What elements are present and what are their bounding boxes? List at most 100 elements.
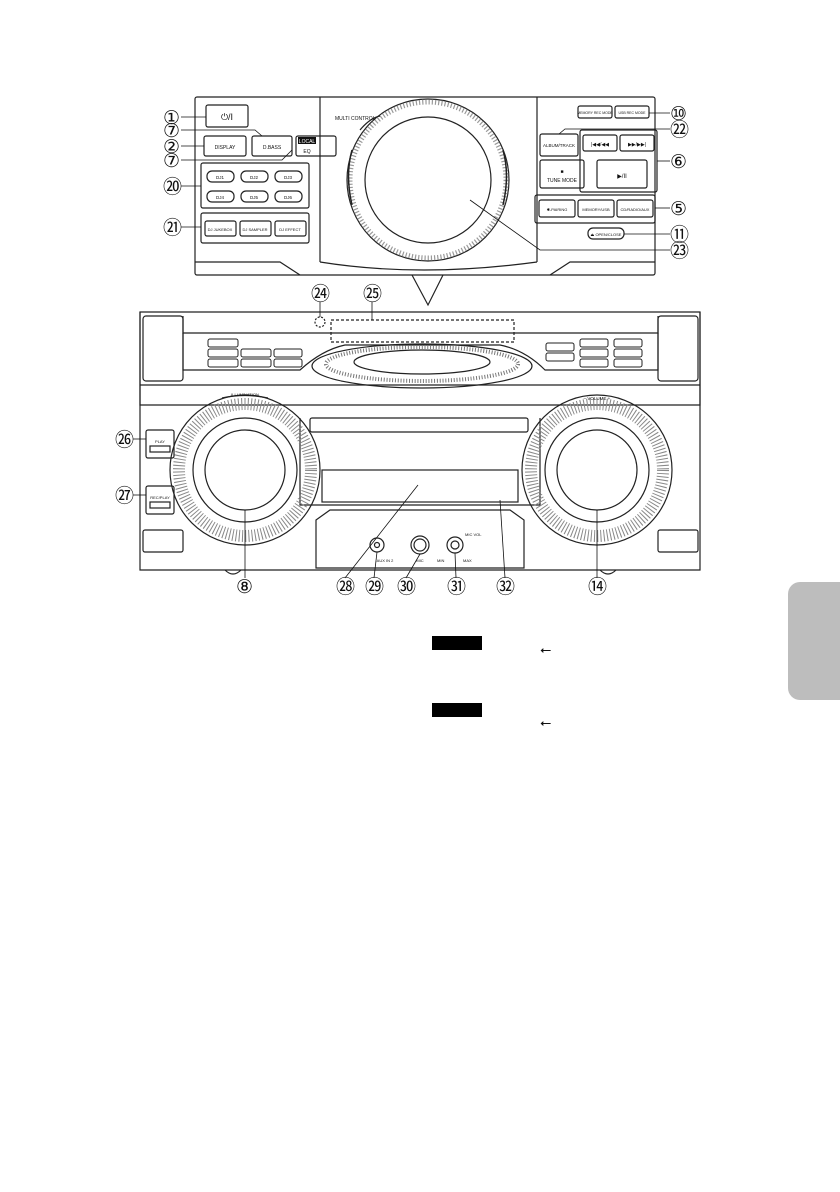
vent-slot [207,358,239,368]
memory-rec-mode-button[interactable] [577,105,613,119]
callout-29: ㉙ [365,576,384,598]
volume-label: – VOLUME + [584,396,611,401]
memory-usb-label: MEMORY/USB [582,207,610,212]
usb-port-2[interactable] [149,501,171,509]
multi-control-dots [347,99,509,261]
memory-usb-button[interactable] [577,199,615,218]
usb-port-1[interactable] [149,445,171,453]
pairing-label: ✱-PAIRING [547,207,568,212]
dj-sampler-button[interactable] [239,220,272,237]
multi-control-ring-outer [346,98,510,262]
left-lower-corner [142,529,184,553]
source-button-group [534,194,656,224]
play-pause-button[interactable] [596,159,648,189]
vent-slot [579,348,609,358]
top-strip [182,316,659,334]
mic-vol-knob[interactable] [446,536,464,554]
leader-7b [181,149,293,161]
mic-vol-min-label: MIN [437,558,444,563]
zoom-pointer [411,274,444,307]
vent-slot [273,348,303,358]
callout-30: ㉚ [397,576,416,598]
dj2-button[interactable] [240,170,269,183]
next-button[interactable] [619,134,655,152]
vent-slot [613,358,643,368]
vent-slot [579,338,609,348]
usb-port-2-panel [145,485,175,515]
center-dial-texture [324,345,520,383]
callout-8: ⑧ [236,577,253,598]
leader-30 [405,553,421,579]
dbass-button[interactable] [251,135,293,157]
usb-port-1-panel [145,429,175,459]
note-label-2 [432,703,482,717]
right-lower-corner [657,529,699,553]
illumination-label: ILLUMINATION [231,392,259,397]
volume-knob[interactable] [544,417,650,523]
dj-effect-button[interactable] [274,220,307,237]
multi-control-dial[interactable] [364,116,492,244]
callout-2: ② [163,137,180,158]
usb-port-1-label: PLAY [155,439,165,444]
tune-mode-button[interactable] [539,159,585,189]
callout-22: ㉒ [670,119,689,141]
cd-radio-aux-label: CD/RADIO/AUX [621,207,650,212]
power-button[interactable] [205,104,249,128]
callout-14: ⑭ [588,576,607,598]
dj3-button[interactable] [274,170,303,183]
aux-in-label: AUX IN 2 [377,558,394,563]
top-panel [194,96,658,307]
pairing-button[interactable] [538,199,576,218]
memory-rec-mode-label: MEMORY REC MODE [577,111,613,115]
right-top-corner [657,315,699,382]
usb-port-2-label: REC/PLAY [150,495,170,500]
eq-button[interactable] [295,135,337,157]
callout-31: ㉛ [447,576,466,598]
dj-function-group [200,212,310,244]
leader-32 [499,499,506,579]
leader-28 [344,484,419,579]
aux-in-jack[interactable] [369,537,385,553]
transport-button-group [579,129,658,193]
callout-7b: ⑦ [163,151,180,172]
open-close-button[interactable] [587,227,625,240]
foot-right [599,569,617,575]
note-label-1 [432,636,482,650]
callout-28: ㉘ [336,576,355,598]
callout-32: ㉜ [496,576,515,598]
dj4-button[interactable] [206,190,235,203]
callout-6: ⑥ [670,152,687,173]
mic-label: MIC [416,558,423,563]
dj-jukebox-button[interactable] [204,220,237,237]
illumination-knob[interactable] [192,417,298,523]
multi-control-label: MULTI CONTROL [335,116,376,122]
top-panel-lower-edge [195,261,655,276]
disc-slot [309,417,529,433]
usb-icon: ⭠ [540,715,552,731]
dial-left-grip [347,149,353,206]
vent-slot [579,358,609,368]
front-leaders [133,302,598,579]
dbass-label: D.BASS [263,145,282,151]
volume-knob-inner [556,429,638,511]
top-recess [182,333,659,371]
tune-mode-label: TUNE MODE [547,178,578,184]
dj5-label: DJ5 [250,195,258,200]
usb-rec-mode-button[interactable] [614,105,650,119]
left-vent [207,338,303,368]
vent-slot [545,352,575,362]
mic-vol-label: MIC VOL [465,532,482,537]
prev-button[interactable] [582,134,618,152]
remote-sensor [314,316,326,328]
cd-radio-aux-button[interactable] [616,199,654,218]
front-side-edges [139,312,701,385]
mic-jack-inner [413,538,427,552]
dj6-button[interactable] [274,190,303,203]
dj5-button[interactable] [240,190,269,203]
vent-slot [240,348,272,358]
display-window [330,319,515,343]
dj1-button[interactable] [206,170,235,183]
leader-23 [469,199,670,251]
dj6-label: DJ6 [284,195,292,200]
dial-right-grip [502,149,508,206]
